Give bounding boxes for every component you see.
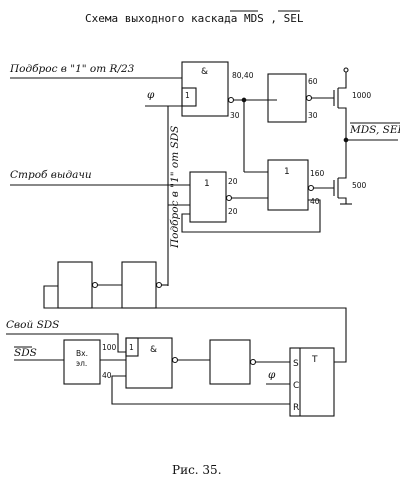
wire-feedback xyxy=(181,199,321,233)
or-middle-bubble xyxy=(225,194,233,202)
transistor-bottom-label: 500 xyxy=(352,181,367,190)
figure-caption: Рис. 35. xyxy=(172,463,222,477)
inv-top-bubble xyxy=(305,94,313,102)
diagram-title: Схема выходного каскада MDS , SEL xyxy=(85,12,304,25)
transistor-bottom-drain xyxy=(338,170,347,179)
transistor-top-source xyxy=(338,107,347,170)
and-gate-top-symbol: & xyxy=(201,67,208,77)
and-bottom-symbol: & xyxy=(150,345,157,355)
and-top-pin-out: 30 xyxy=(230,111,240,120)
inverter-top xyxy=(267,73,307,123)
wire-trigger-out xyxy=(334,330,347,363)
or-gate-middle xyxy=(189,171,227,223)
trigger-s: S xyxy=(293,359,299,369)
signal-phi-top: φ xyxy=(147,89,155,101)
and-top-inv-label: 1 xyxy=(185,91,190,100)
converter-pin-top: 100 xyxy=(102,343,117,352)
or-gate-right xyxy=(267,159,309,211)
or-right-pin-bottom: 40 xyxy=(310,197,320,206)
or-right-pin-top: 160 xyxy=(310,169,325,178)
signal-strob: Строб выдачи xyxy=(10,169,92,181)
signal-svoi-sds: Свой SDS xyxy=(6,319,59,331)
signal-phi-bottom: φ xyxy=(268,369,276,381)
trigger-t: T xyxy=(311,355,318,365)
or-right-bubble xyxy=(307,184,315,192)
converter-label-1: Вх. xyxy=(76,349,88,358)
and-bottom-inv-label: 1 xyxy=(129,343,134,352)
wire-svoi-sds xyxy=(6,333,126,353)
inv-bottom-bubble xyxy=(249,358,257,366)
junction-1 xyxy=(241,97,247,103)
inv-top-pin-bottom: 30 xyxy=(308,111,318,120)
or-middle-pin-top: 20 xyxy=(228,177,238,186)
trigger-c: C xyxy=(293,381,299,391)
and-bottom-inv-input xyxy=(125,337,139,357)
or-middle-pin-bottom: 20 xyxy=(228,207,238,216)
junction-output xyxy=(343,137,349,143)
transistor-top-drain xyxy=(338,70,347,89)
trigger-block xyxy=(289,347,335,417)
wire-buffer-loop xyxy=(43,285,347,330)
transistor-bottom-source xyxy=(338,197,347,204)
output-label: MDS, SEL xyxy=(349,124,400,136)
and-bottom-bubble xyxy=(171,356,179,364)
buffer-gate-2 xyxy=(121,261,157,309)
converter-label-2: эл. xyxy=(76,359,87,368)
trigger-r: R xyxy=(293,403,299,413)
wire-loop-bottom xyxy=(111,375,290,405)
vcc-terminal xyxy=(343,67,349,73)
inverter-bottom xyxy=(209,339,251,385)
and-top-out-bubble xyxy=(227,96,235,104)
transistor-top-label: 1000 xyxy=(352,91,371,100)
or-right-symbol: 1 xyxy=(284,167,290,177)
or-middle-symbol: 1 xyxy=(204,179,210,189)
converter-block xyxy=(63,339,101,385)
buffer-2-bubble xyxy=(155,281,163,289)
and-gate-top-inv-input xyxy=(181,87,197,107)
and-gate-bottom xyxy=(125,337,173,389)
inv-top-pin-top: 60 xyxy=(308,77,318,86)
signal-podbros-r: Подброс в "1" от R/23 xyxy=(9,63,135,75)
signal-podbros-sds: Подброс в "1" от SDS xyxy=(169,126,181,249)
and-top-pin-in: 80,40 xyxy=(232,71,254,80)
signal-sds-input: SDS xyxy=(14,347,37,359)
buffer-gate-1 xyxy=(57,261,93,309)
converter-pin-bottom: 40 xyxy=(102,371,112,380)
buffer-1-bubble xyxy=(91,281,99,289)
